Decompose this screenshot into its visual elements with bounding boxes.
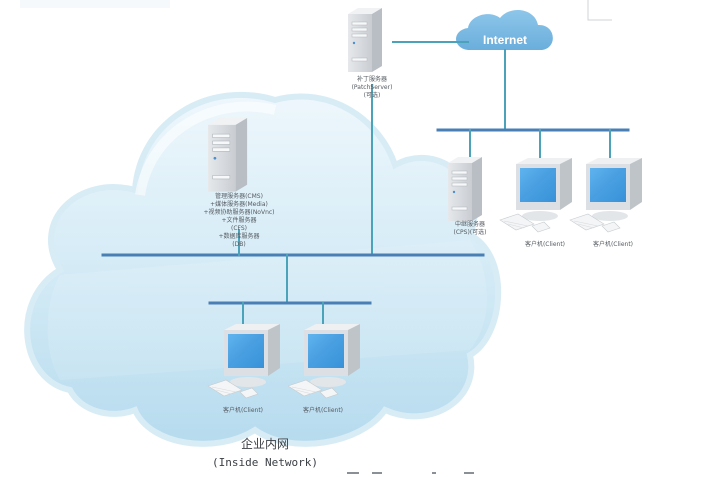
diagram-title: 企业内网 [241, 436, 289, 451]
faint-header-artifact [20, 0, 170, 8]
diagram-subtitle: (Inside Network) [212, 456, 318, 469]
main-server-label-1: 管理服务器(CMS) [215, 192, 263, 200]
external-client[interactable]: 客户机(Client) [569, 157, 643, 248]
main-server-label-6: +数据库服务器 [218, 232, 259, 240]
server-tower-icon [447, 156, 483, 222]
client-label: 客户机(Client) [525, 240, 565, 248]
server-tower-icon [207, 117, 248, 193]
main-server-label-7: (DB) [232, 241, 245, 248]
patch-server-label-3: (可选) [364, 91, 381, 99]
bottom-artifact-dashes [347, 472, 474, 474]
patch-server-label-1: 补丁服务器 [357, 75, 387, 83]
cps-server[interactable]: 中继服务器 (CPS)(可选) [447, 156, 487, 236]
internal-client[interactable]: 客户机(Client) [207, 323, 281, 414]
client-label: 客户机(Client) [593, 240, 633, 248]
desktop-computer-icon [569, 157, 643, 233]
intranet-cloud [24, 91, 502, 447]
main-server-label-5: (CFS) [231, 225, 247, 232]
client-label: 客户机(Client) [223, 406, 263, 414]
external-client[interactable]: 客户机(Client) [499, 157, 573, 248]
server-tower-icon [347, 7, 383, 73]
cps-server-label-1: 中继服务器 [455, 220, 485, 228]
internet-cloud: Internet [456, 9, 553, 50]
client-label: 客户机(Client) [303, 406, 343, 414]
main-server[interactable]: 管理服务器(CMS) +媒体服务器(Media) +视频协助服务器(NoVnc)… [203, 117, 275, 248]
corner-bracket [587, 0, 612, 21]
main-server-label-4: +文件服务器 [221, 216, 256, 224]
network-links [101, 41, 630, 326]
main-server-label-2: +媒体服务器(Media) [210, 200, 268, 208]
desktop-computer-icon [499, 157, 573, 233]
internet-label: Internet [483, 33, 527, 47]
patch-server[interactable]: 补丁服务器 (PatchServer) (可选) [347, 7, 393, 99]
cps-server-label-2: (CPS)(可选) [454, 228, 487, 236]
internal-client[interactable]: 客户机(Client) [287, 323, 361, 414]
patch-server-label-2: (PatchServer) [352, 84, 393, 91]
main-server-label-3: +视频协助服务器(NoVnc) [203, 208, 274, 216]
